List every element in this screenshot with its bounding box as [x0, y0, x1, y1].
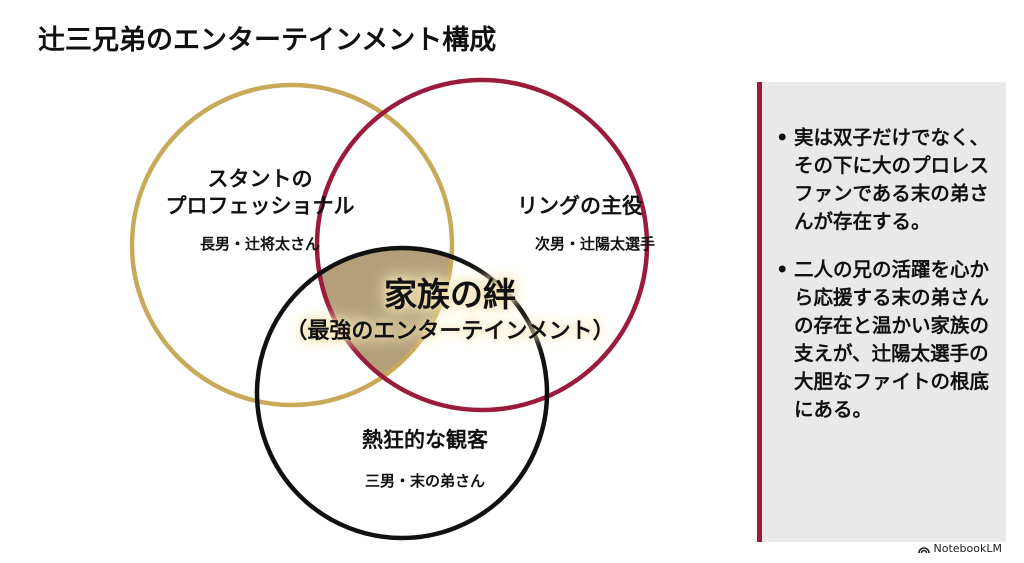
bullet-icon: • [776, 126, 789, 149]
black-title-line-1: 熱狂的な観客 [362, 428, 488, 452]
gold-circle [129, 82, 455, 408]
black-circle-title: 熱狂的な観客 [320, 427, 530, 454]
notes-list: • 実は双子だけでなく、その下に大のプロレスファンである末の弟さんが存在する。 … [776, 124, 1004, 444]
red-circle-title: リングの主役 [480, 193, 680, 220]
page-title: 辻三兄弟のエンターテインメント構成 [38, 25, 497, 56]
venn-diagram [129, 77, 650, 541]
note-item: • 二人の兄の活躍を心から応援する末の弟さんの存在と温かい家族の支えが、辻陽太選… [776, 256, 1004, 424]
red-circle-subtitle: 次男・辻陽太選手 [534, 235, 655, 253]
center-title: 家族の絆 [384, 275, 516, 314]
gold-circle-subtitle: 長男・辻将太さん [199, 235, 320, 253]
gold-circle-title: スタントの プロフェッショナル [150, 166, 370, 220]
note-text: 実は双子だけでなく、その下に大のプロレスファンである末の弟さんが存在する。 [794, 126, 990, 233]
bullet-icon: • [776, 258, 789, 281]
center-subtitle: （最強のエンターテインメント） [285, 319, 615, 344]
black-circle-subtitle: 三男・末の弟さん [364, 472, 485, 490]
note-item: • 実は双子だけでなく、その下に大のプロレスファンである末の弟さんが存在する。 [776, 124, 1004, 236]
black-circle [254, 245, 550, 541]
branding: NotebookLM [917, 542, 1002, 555]
notes-panel: • 実は双子だけでなく、その下に大のプロレスファンである末の弟さんが存在する。 … [757, 82, 1006, 542]
red-circle [314, 77, 650, 413]
gold-title-line-1: スタントの [207, 167, 313, 191]
note-text: 二人の兄の活躍を心から応援する末の弟さんの存在と温かい家族の支えが、辻陽太選手の… [794, 258, 990, 421]
red-title-line-1: リングの主役 [517, 194, 643, 218]
notebooklm-logo-icon [917, 546, 930, 553]
gold-title-line-2: プロフェッショナル [165, 194, 355, 218]
brand-label: NotebookLM [933, 542, 1002, 555]
